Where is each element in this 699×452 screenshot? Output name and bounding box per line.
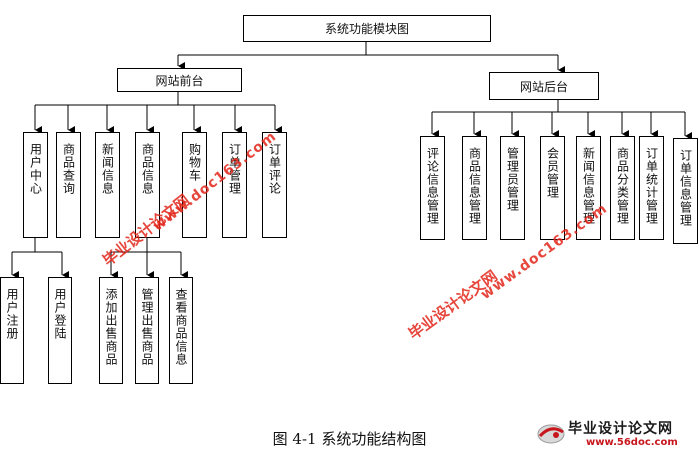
frontend-node-label: 网站前台 [155,73,204,88]
sub-node-label: 用户注册 [5,288,19,340]
logo-url: www.56doc.com [586,437,678,448]
sub-node-label: 用户登陆 [53,288,67,340]
backend-node-label: 网站后台 [519,79,568,94]
frontend-child-label: 用户中心 [28,143,43,195]
backend-child-label: 管理员管理 [505,147,520,212]
backend-node: 网站后台 [489,72,599,100]
backend-child-category-manage: 商品分类管理 [610,136,635,240]
backend-child-admin-manage: 管理员管理 [500,136,525,240]
backend-child-product-manage: 商品信息管理 [462,136,487,240]
backend-child-label: 新闻信息管理 [581,147,596,225]
frontend-child-label: 商品查询 [61,143,76,195]
backend-child-label: 订单信息管理 [678,149,693,227]
backend-child-label: 订单统计管理 [644,147,659,225]
backend-child-order-stats: 订单统计管理 [639,136,664,240]
frontend-child-label: 新闻信息 [100,143,115,195]
frontend-child-label: 商品信息 [140,143,155,195]
frontend-node: 网站前台 [117,68,242,92]
frontend-child-news: 新闻信息 [95,132,120,238]
view-product-node: 查看商品信息 [169,277,193,384]
frontend-child-label: 订单评论 [267,143,282,195]
sub-node-label: 查看商品信息 [174,288,188,366]
root-node-label: 系统功能模块图 [324,22,409,36]
root-node: 系统功能模块图 [243,15,491,42]
frontend-child-product-search: 商品查询 [56,132,81,238]
frontend-child-label: 订单管理 [227,143,242,195]
frontend-child-order-review: 订单评论 [262,132,287,238]
backend-child-label: 会员管理 [545,147,560,199]
user-login-node: 用户登陆 [48,277,72,384]
frontend-child-label: 购物车 [187,143,202,182]
sub-node-label: 管理出售商品 [140,288,154,366]
backend-child-label: 商品信息管理 [467,147,482,225]
logo-icon [537,424,565,444]
figure-caption: 图 4-1 系统功能结构图 [272,430,427,448]
logo-text: 毕业设计论文网 [568,421,673,437]
backend-child-order-info: 订单信息管理 [673,138,698,244]
backend-child-label: 评论信息管理 [425,147,440,225]
user-register-node: 用户注册 [0,277,24,384]
frontend-child-product-info: 商品信息 [135,132,160,238]
backend-child-label: 商品分类管理 [615,147,630,225]
sub-node-label: 添加出售商品 [104,288,118,366]
backend-child-comment-manage: 评论信息管理 [420,136,445,240]
site-logo: 毕业设计论文网 www.56doc.com [536,418,696,450]
frontend-child-user-center: 用户中心 [23,132,48,238]
backend-child-member-manage: 会员管理 [540,136,565,240]
manage-product-node: 管理出售商品 [135,277,159,384]
frontend-child-order-manage: 订单管理 [222,132,247,238]
frontend-child-cart: 购物车 [182,132,207,238]
backend-child-news-manage: 新闻信息管理 [576,136,601,240]
add-product-node: 添加出售商品 [99,277,123,384]
